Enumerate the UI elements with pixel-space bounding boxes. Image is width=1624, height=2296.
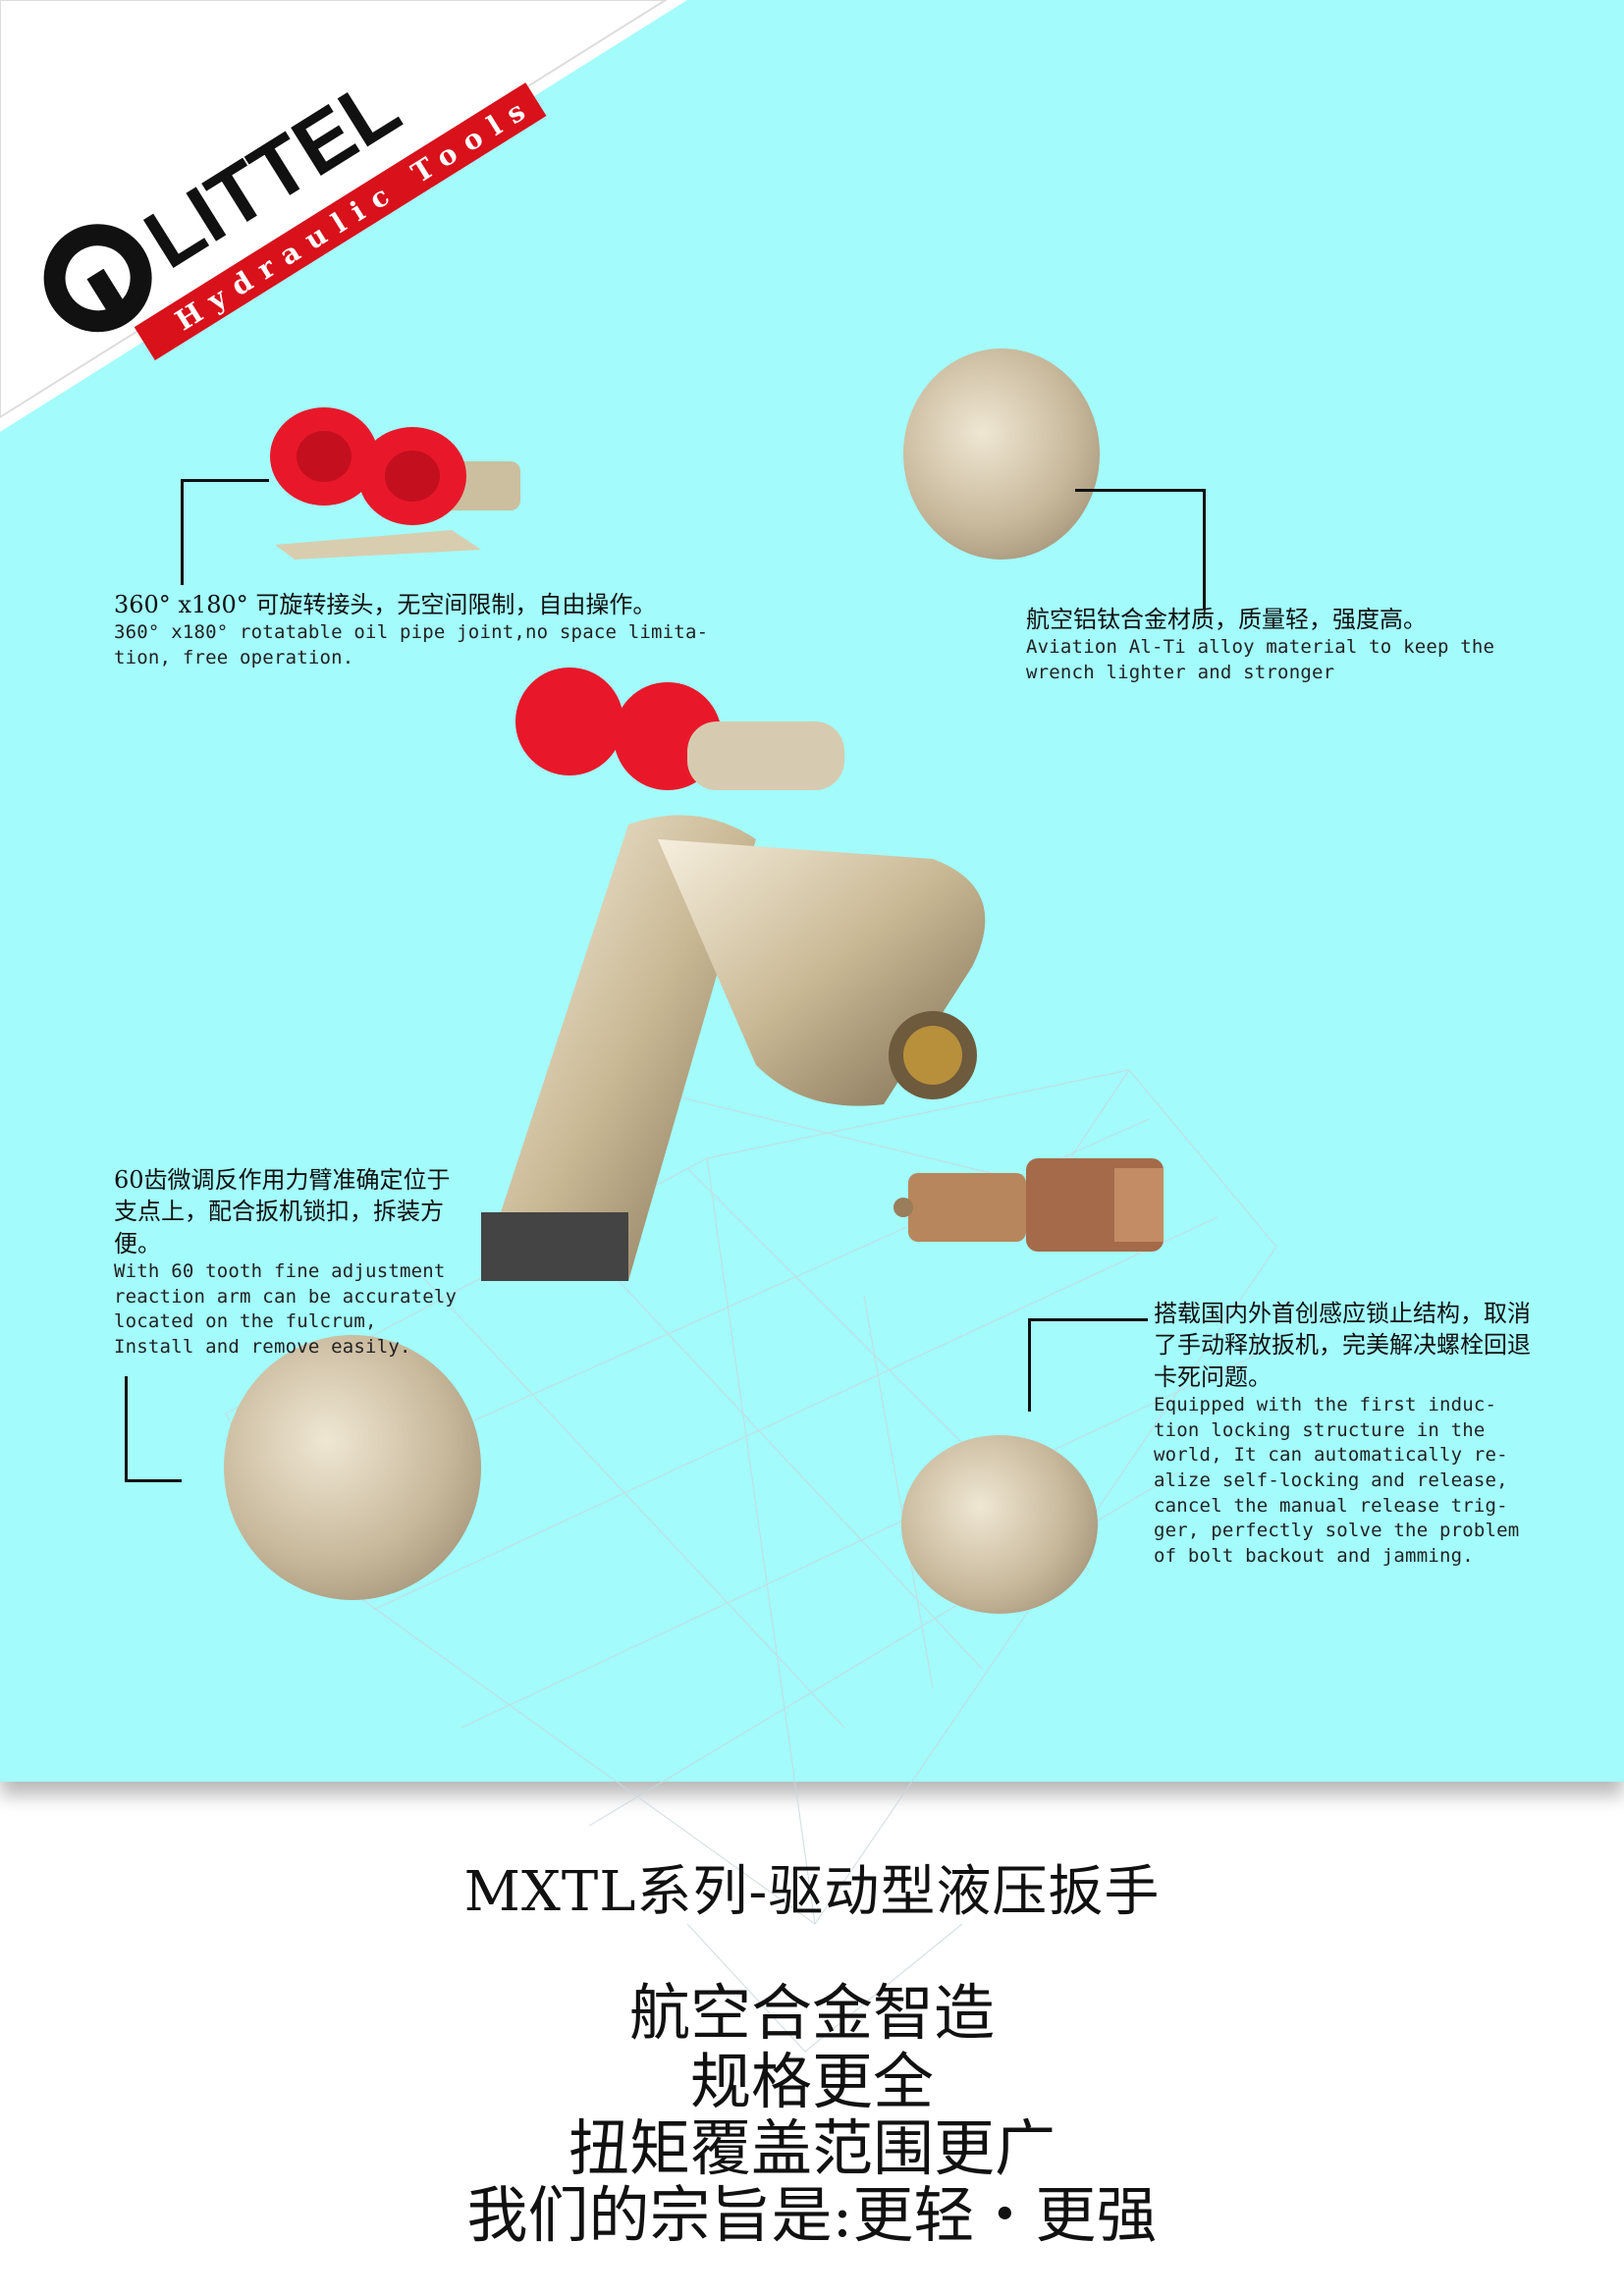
- alloy-leader-v: [1203, 489, 1206, 609]
- oil-joint-callout: 360° x180° 可旋转接头，无空间限制，自由操作。 360° x180° …: [114, 589, 732, 671]
- alloy-en: Aviation Al-Ti alloy material to keep th…: [1026, 636, 1495, 684]
- slogan-line-2: 规格更全: [689, 2046, 934, 2117]
- self-lock-cn: 搭载国内外首创感应锁止结构，取消了手动释放扳机，完美解决螺栓回退卡死问题。: [1154, 1300, 1531, 1391]
- slogan-line-4: 我们的宗旨是:更轻・更强: [466, 2179, 1158, 2251]
- wrench-image: [481, 667, 986, 1281]
- brand-logo: LITTEL Hydraulic Tools: [0, 0, 687, 432]
- reaction-arm-en: With 60 tooth fine adjustment reaction a…: [114, 1260, 458, 1359]
- reaction-arm-cn: 60齿微调反作用力臂准确定位于支点上，配合扳机锁扣，拆装方便。: [114, 1166, 451, 1257]
- alloy-callout: 航空铝钛合金材质，质量轻，强度高。 Aviation Al-Ti alloy m…: [1026, 604, 1537, 686]
- oil-joint-leader: [181, 479, 269, 482]
- series-title: MXTL系列-驱动型液压扳手: [463, 1860, 1161, 1924]
- alloy-cn: 航空铝钛合金材质，质量轻，强度高。: [1026, 606, 1427, 633]
- alloy-leader: [1075, 489, 1205, 492]
- self-lock-callout: 搭载国内外首创感应锁止结构，取消了手动释放扳机，完美解决螺栓回退卡死问题。 Eq…: [1154, 1298, 1532, 1570]
- self-lock-en: Equipped with the first induc-tion locki…: [1154, 1394, 1520, 1568]
- q-ring-logo-icon: [43, 224, 152, 333]
- oil-joint-cn: 360° x180° 可旋转接头，无空间限制，自由操作。: [114, 591, 657, 618]
- self-lock-detail-image: [901, 1435, 1098, 1614]
- slogan-line-3: 扭矩覆盖范围更广: [568, 2112, 1056, 2184]
- reaction-arm-leader: [125, 1376, 128, 1482]
- oil-joint-leader-v: [181, 479, 184, 585]
- reaction-arm-leader-h: [125, 1479, 182, 1482]
- reaction-arm-callout: 60齿微调反作用力臂准确定位于支点上，配合扳机锁扣，拆装方便。 With 60 …: [114, 1164, 467, 1361]
- drive-shaft-image: [893, 1158, 1164, 1252]
- oil-joint-en: 360° x180° rotatable oil pipe joint,no s…: [114, 621, 709, 669]
- alloy-detail-image: [903, 348, 1100, 560]
- oil-joint-image: [270, 407, 520, 560]
- slogan-line-1: 航空合金智造: [628, 1977, 995, 2049]
- reaction-arm-detail-image: [224, 1335, 481, 1600]
- self-lock-leader: [1028, 1318, 1148, 1321]
- self-lock-leader-v: [1028, 1318, 1031, 1412]
